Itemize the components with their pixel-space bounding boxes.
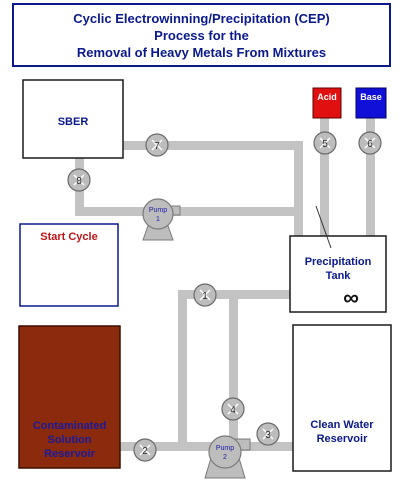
pump-2-label: Pump: [216, 445, 234, 452]
contaminated-label-3: Reservoir: [44, 448, 95, 460]
contaminated-label-1: Contaminated: [32, 420, 107, 432]
title-line-1: Cyclic Electrowinning/Precipitation (CEP…: [73, 10, 330, 26]
valve-2-number: 2: [142, 446, 148, 457]
pipe-sber-top: [123, 141, 303, 150]
valve-5[interactable]: 5: [313, 131, 337, 155]
pump-1-body: [142, 198, 174, 230]
pump-1-number: 1: [156, 216, 160, 223]
pump-1: Pump 1: [142, 198, 181, 241]
pipe-tank-down: [294, 141, 303, 307]
valve-7-number: 7: [154, 141, 160, 152]
start-cycle-label[interactable]: Start Cycle: [40, 231, 98, 243]
title-line-2: Process for the: [154, 27, 249, 43]
valve-8[interactable]: 8: [67, 168, 91, 192]
pipe-left-riser: [178, 290, 187, 448]
start-cycle-box: [19, 223, 119, 307]
precipitation-tank: [289, 235, 387, 313]
pump-2-number: 2: [223, 454, 227, 461]
sber-label: SBER: [57, 116, 89, 128]
valve-2[interactable]: 2: [133, 438, 157, 462]
valve-6[interactable]: 6: [358, 131, 382, 155]
clean-water-reservoir: [292, 324, 392, 472]
pipe-acid-line: [320, 115, 329, 237]
pipe-bottom-line: [120, 442, 298, 451]
valve-5-number: 5: [322, 139, 328, 150]
valve-3-number: 3: [265, 430, 271, 441]
precipitation-tank-label-2: Tank: [325, 270, 351, 282]
valve-4[interactable]: 4: [221, 397, 245, 421]
base-label: Base: [360, 92, 382, 102]
pump-2: Pump 2: [204, 435, 251, 479]
pump-1-label: Pump: [149, 207, 167, 214]
title-line-3: Removal of Heavy Metals From Mixtures: [76, 44, 327, 60]
pipe-valve4-riser: [229, 290, 238, 443]
pipe-base-line: [366, 115, 375, 237]
clean-water-label-1: Clean Water: [310, 419, 374, 431]
valve-1[interactable]: 1: [193, 283, 217, 307]
acid-label: Acid: [317, 92, 337, 102]
acid-dose-line: [315, 205, 332, 249]
base-container: [355, 87, 387, 119]
pipe-pump1-to-tank: [75, 207, 299, 216]
contaminated-label-2: Solution: [47, 434, 92, 446]
mixer-icon: ∞: [343, 285, 359, 310]
valve-6-number: 6: [367, 139, 373, 150]
valve-3[interactable]: 3: [256, 422, 280, 446]
acid-container: [312, 87, 342, 119]
clean-water-label-2: Reservoir: [316, 433, 368, 445]
contaminated-solution-reservoir: [18, 325, 121, 469]
pump-2-body: [208, 435, 242, 469]
valve-8-number: 8: [76, 176, 82, 187]
valve-4-number: 4: [230, 405, 236, 416]
sber-box: [22, 79, 124, 159]
valve-7[interactable]: 7: [145, 133, 169, 157]
title-box: Cyclic Electrowinning/Precipitation (CEP…: [12, 3, 391, 67]
valve-1-number: 1: [202, 291, 208, 302]
precipitation-tank-label: Precipitation: [304, 256, 372, 268]
